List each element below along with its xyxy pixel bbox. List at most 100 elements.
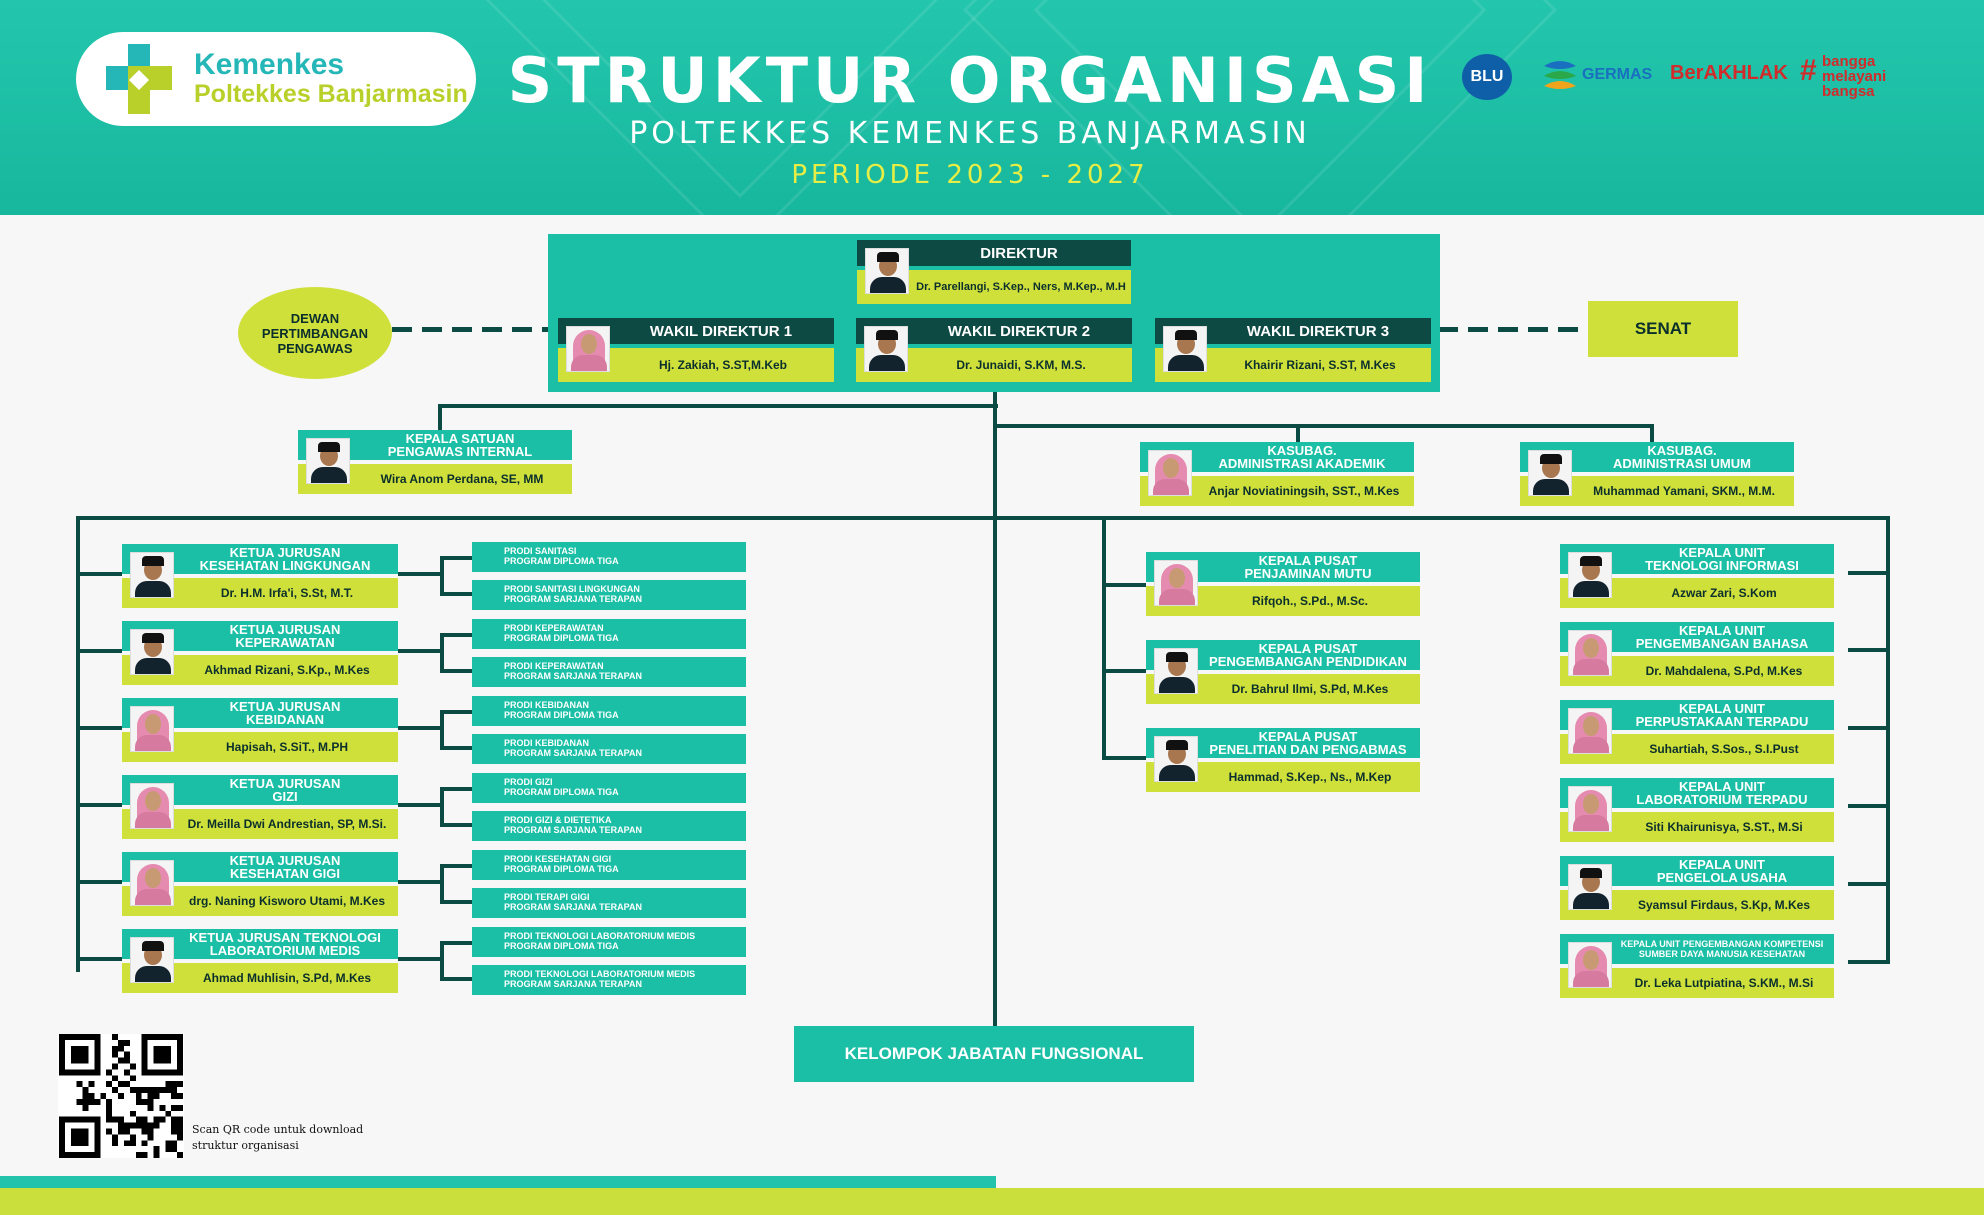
connector-line [1848, 804, 1890, 808]
melayani-text: melayani [1822, 68, 1887, 85]
qr-code-icon[interactable] [58, 1034, 184, 1158]
connector-line [76, 880, 122, 884]
logo-badge [76, 32, 476, 126]
prodi-line: PROGRAM DIPLOMA TIGA [504, 710, 619, 720]
connector-line [440, 746, 472, 750]
connector-line [76, 957, 122, 961]
card-title-line: KEPALA UNIT PENGEMBANGAN KOMPETENSI [1620, 939, 1824, 949]
connector-line [76, 726, 122, 730]
germas-logo-text: GERMAS [1582, 66, 1653, 83]
kelompok-jabatan-fungsional-box: KELOMPOK JABATAN FUNGSIONAL [794, 1026, 1194, 1082]
blu-logo-text: BLU [1470, 68, 1504, 85]
connector-line [398, 957, 442, 961]
wakil-direktur-2-card: WAKIL DIREKTUR 2 Dr. Junaidi, S.KM, M.S. [856, 318, 1132, 382]
card-title-line: KETUA JURUSAN TEKNOLOGI [189, 930, 381, 945]
connector-line [1102, 516, 1106, 760]
dewan-line: DEWAN [290, 310, 340, 326]
avatar [1568, 786, 1612, 832]
blu-logo-icon: BLU [1462, 54, 1512, 100]
connector-line [76, 516, 80, 972]
card-title-line: KESEHATAN GIGI [229, 866, 341, 881]
connector-line [440, 633, 444, 671]
card-title-line: LABORATORIUM TERPADU [1636, 792, 1808, 807]
qr-caption-line: Scan QR code untuk download [192, 1123, 364, 1136]
card-title-line: KETUA JURUSAN [229, 699, 341, 714]
avatar [1528, 450, 1572, 496]
card-title-line: PENGEMBANGAN PENDIDIKAN [1209, 654, 1407, 669]
prodi-line: PRODI SANITASI [504, 546, 577, 556]
connector-line [993, 392, 997, 1026]
card-title-line: KEPALA PUSAT [1258, 641, 1358, 656]
prodi-line: PROGRAM DIPLOMA TIGA [504, 633, 619, 643]
prodi-line: PROGRAM SARJANA TERAPAN [504, 979, 643, 989]
card-title-line: KEPALA UNIT [1679, 857, 1765, 872]
connector-line [1848, 960, 1890, 964]
connector-line [438, 404, 442, 432]
bangga-text: bangga [1822, 53, 1876, 70]
connector-line [440, 556, 444, 594]
logo-text-poltekkes: Poltekkes Banjarmasin [194, 80, 468, 108]
connector-line [1886, 516, 1890, 964]
connector-line [76, 516, 1890, 520]
prodi-line: PRODI KEBIDANAN [504, 700, 590, 710]
card-title-line: PENGEMBANGAN BAHASA [1635, 636, 1809, 651]
avatar [1568, 942, 1612, 988]
card-title-line: KEPALA UNIT [1679, 701, 1765, 716]
card-title-line: GIZI [272, 789, 298, 804]
card-title-line: KASUBAG. [1647, 443, 1717, 458]
connector-line [440, 787, 444, 825]
prodi-line: PROGRAM SARJANA TERAPAN [504, 671, 643, 681]
prodi-line: PRODI GIZI [504, 777, 553, 787]
connector-line [76, 572, 122, 576]
prodi-line: PROGRAM DIPLOMA TIGA [504, 787, 619, 797]
prodi-line: PROGRAM SARJANA TERAPAN [504, 748, 643, 758]
connector-line [440, 977, 472, 981]
hashtag-icon: # [1800, 54, 1817, 87]
connector-line [440, 669, 472, 673]
avatar [864, 326, 908, 372]
avatar [1568, 630, 1612, 676]
connector-line [76, 649, 122, 653]
card-title-line: PENJAMINAN MUTU [1244, 566, 1372, 581]
connector-line [1102, 669, 1146, 673]
footer-stripe-teal [0, 1176, 996, 1188]
dashed-connector [392, 327, 548, 332]
connector-line [398, 803, 442, 807]
senat-box: SENAT [1588, 301, 1738, 357]
card-title-line: KEBIDANAN [246, 712, 324, 727]
card-title-line: KESEHATAN LINGKUNGAN [199, 558, 371, 573]
card-title-line: ADMINISTRASI AKADEMIK [1218, 456, 1386, 471]
connector-line [440, 787, 472, 791]
prodi-line: PRODI GIZI & DIETETIKA [504, 815, 612, 825]
prodi-line: PROGRAM SARJANA TERAPAN [504, 825, 643, 835]
connector-line [398, 880, 442, 884]
card-title-line: LABORATORIUM MEDIS [209, 943, 361, 958]
avatar [1568, 708, 1612, 754]
avatar [306, 438, 350, 484]
connector-line [440, 710, 444, 748]
connector-line [1848, 726, 1890, 730]
prodi-line: PROGRAM SARJANA TERAPAN [504, 594, 643, 604]
avatar [130, 937, 174, 983]
